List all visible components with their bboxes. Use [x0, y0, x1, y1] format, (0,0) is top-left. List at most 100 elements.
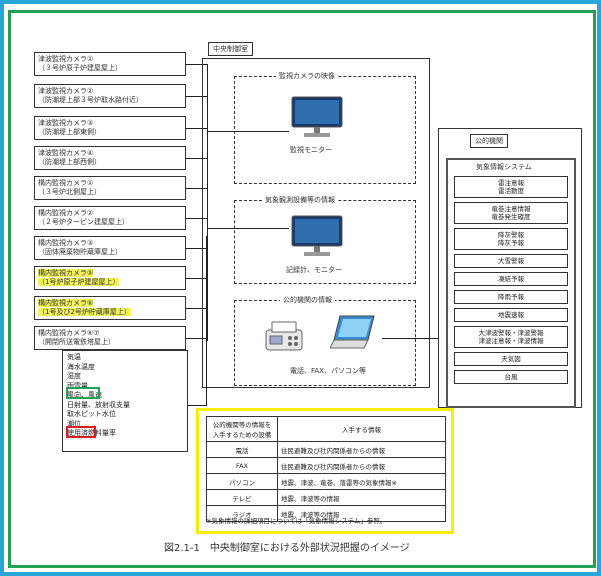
table-cell-info: 地震、津波等の情報	[277, 505, 446, 522]
laptop-icon	[329, 312, 378, 356]
table-cell-info: 地震、津波、竜巻、落雷等の気象情報※	[277, 473, 446, 490]
item-line1: 天気図	[501, 355, 521, 363]
camera-name: 津波監視カメラ③	[38, 119, 94, 127]
item-line1: 地震速報	[498, 311, 524, 319]
connector-line	[186, 218, 208, 219]
connector-line	[206, 236, 207, 406]
weather-system-item: 大津波警報・津波警報津波注意報・津波情報	[454, 326, 568, 348]
monitor-icon	[290, 214, 344, 262]
item-line1: 降灰警報	[498, 231, 524, 239]
camera-location: （２号炉タービン建屋屋上）	[38, 218, 129, 226]
weather-system-item: 台風	[454, 370, 568, 384]
camera-location: （防潮堤上部東側）	[38, 128, 101, 136]
fax-phone-icon	[262, 318, 306, 358]
table-header-device: 公的機関等の情報を入手するための設備	[206, 416, 278, 442]
weather-observation-box: 気温海水温度湿度雨雪量風向、風速日射量、放射収支量取水ピット水位潮位使用済燃料量…	[62, 350, 188, 452]
weather-item: 使用済燃料量率	[67, 429, 116, 437]
camera-name: 構内監視カメラ③	[38, 239, 94, 247]
camera-box: 構内監視カメラ⑥（1号及び2号炉貯蔵庫屋上）	[34, 296, 186, 320]
camera-name: 構内監視カメラ⑥	[38, 299, 94, 307]
weather-system-title: 気象情報システム	[476, 163, 532, 171]
connector-line	[207, 131, 289, 132]
green-frame	[8, 10, 596, 568]
table-header-info: 入手する情報	[277, 416, 446, 442]
weather-system-item: 地震速報	[454, 308, 568, 322]
weather-item: 気温	[67, 353, 81, 361]
camera-location: （防潮堤上部３号炉取水路付近）	[38, 96, 143, 104]
camera-name: 構内監視カメラ②	[38, 209, 94, 217]
public-institution-title: 公的機関	[470, 134, 508, 148]
weather-item: 湿度	[67, 372, 81, 380]
camera-name: 津波監視カメラ②	[38, 87, 94, 95]
tide-highlight	[66, 426, 96, 438]
item-line1: 竜巻注意情報	[491, 205, 531, 213]
connector-line	[186, 96, 208, 97]
table-row: テレビ地震、津波等の情報	[206, 489, 446, 506]
item-line1: 雷注意報	[498, 179, 524, 187]
weather-item: 海水温度	[67, 362, 95, 371]
table-cell-device: テレビ	[206, 489, 278, 506]
weather-system-item: 大雪警報	[454, 254, 568, 268]
camera-name: 構内監視カメラ①	[38, 179, 94, 187]
figure-caption: 図2.1-1 中央制御室における外部状況把握のイメージ	[164, 543, 410, 554]
camera-monitor-label: 監視モニター	[290, 146, 332, 154]
control-room-box	[202, 58, 430, 388]
camera-box: 津波監視カメラ②（防潮堤上部３号炉取水路付近）	[34, 84, 186, 108]
weather-system-item: 降灰警報降灰予報	[454, 228, 568, 250]
camera-name: 構内監視カメラ⑥⑦	[38, 329, 100, 337]
camera-name: 津波監視カメラ④	[38, 149, 94, 157]
connector-line	[188, 405, 206, 406]
camera-box: 津波監視カメラ④（防潮堤上部西側）	[34, 146, 186, 170]
weather-item: 取水ピット水位	[67, 410, 116, 418]
camera-box: 構内監視カメラ①（３号炉北側屋上）	[34, 176, 186, 200]
item-line2: 竜巻発生確度	[491, 213, 531, 221]
table-cell-device: FAX	[206, 457, 278, 474]
weather-item: 日射量、放射収支量	[67, 400, 130, 409]
camera-name: 構内監視カメラ⑤	[38, 269, 94, 277]
table-cell-info: 住民避難及び社内関係者からの情報	[277, 441, 446, 458]
public-info-table: 公的機関等の情報を入手するための設備 入手する情報 電話住民避難及び社内関係者か…	[206, 416, 446, 522]
camera-box: 構内監視カメラ⑤（1号炉原子炉建屋屋上）	[34, 266, 186, 290]
table-cell-info: 地震、津波等の情報	[277, 489, 446, 506]
item-line2: 津波注意報・津波情報	[478, 337, 544, 345]
weather-system-item: 凍結予報	[454, 272, 568, 286]
camera-section-title: 監視カメラの映像	[276, 71, 338, 81]
camera-box: 津波監視カメラ①（３号炉原子炉建屋屋上）	[34, 52, 186, 76]
camera-box: 構内監視カメラ②（２号炉タービン建屋屋上）	[34, 206, 186, 230]
weather-system-item: 降雨予報	[454, 290, 568, 304]
item-line1: 大雪警報	[498, 257, 524, 265]
meteo-section-title: 気象観測設備等の情報	[262, 195, 338, 205]
connector-line	[186, 248, 208, 249]
table-cell-device: 電話	[206, 441, 278, 458]
connector-line	[186, 308, 208, 309]
weather-system-box	[446, 158, 576, 408]
table-note: ※気象情報の詳細項目については「気象情報システム」参照。	[206, 517, 387, 525]
control-room-title: 中央制御室	[208, 42, 253, 56]
camera-location: （防潮堤上部西側）	[38, 158, 101, 166]
table-row: パソコン地震、津波、竜巻、落雷等の気象情報※	[206, 473, 446, 490]
table-cell-device: パソコン	[206, 473, 278, 490]
item-line1: 台風	[504, 373, 518, 381]
connector-line	[186, 128, 208, 129]
table-row: ラジオ地震、津波等の情報	[206, 505, 446, 522]
weather-system-item: 雷注意報雷活動度	[454, 176, 568, 198]
item-line2: 雷活動度	[498, 187, 524, 195]
connector-line	[186, 158, 208, 159]
camera-location: （開閉所送電鉄塔屋上）	[38, 338, 115, 346]
connector-line	[382, 338, 438, 339]
weather-item: 潮位	[67, 419, 81, 428]
weather-system-item: 天気図	[454, 352, 568, 366]
monitor-icon	[290, 95, 344, 143]
table-row: 電話住民避難及び社内関係者からの情報	[206, 441, 446, 458]
connector-line	[207, 64, 208, 341]
camera-location: （３号炉北側屋上）	[38, 188, 101, 196]
table-cell-info: 住民避難及び社内関係者からの情報	[277, 457, 446, 474]
item-line1: 降雨予報	[498, 293, 524, 301]
weather-system-item: 竜巻注意情報竜巻発生確度	[454, 202, 568, 224]
connector-line	[186, 338, 208, 339]
camera-location: （固体廃棄物貯蔵庫屋上）	[38, 248, 122, 256]
camera-box: 構内監視カメラ⑥⑦（開閉所送電鉄塔屋上）	[34, 326, 186, 350]
rainfall-highlight	[66, 387, 100, 399]
item-line2: 降灰予報	[498, 239, 524, 247]
